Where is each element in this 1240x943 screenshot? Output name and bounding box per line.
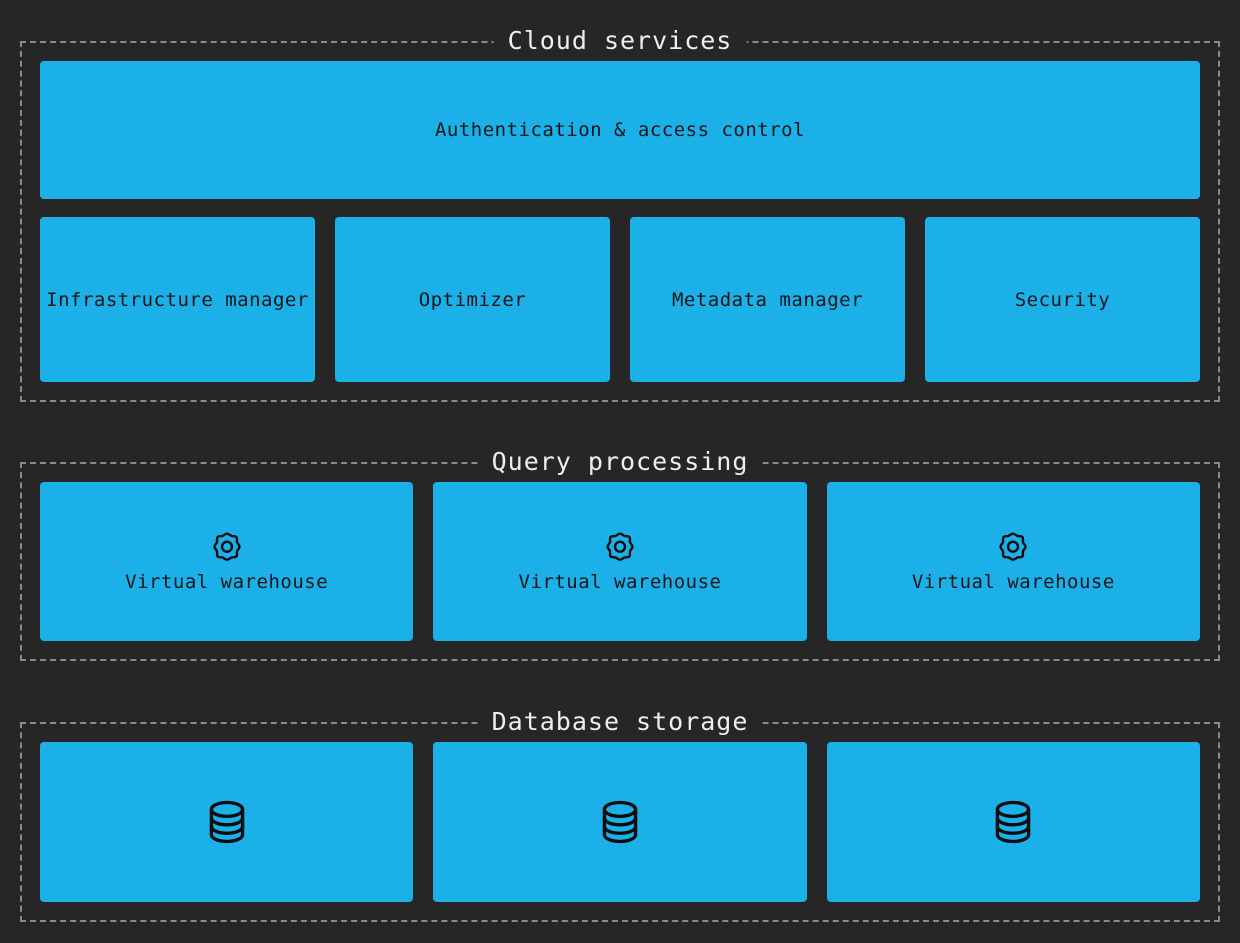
gear-icon <box>210 530 244 564</box>
database-icon <box>987 796 1039 848</box>
group-title-cloud-services: Cloud services <box>493 26 747 56</box>
group-cloud-services: Cloud services Authentication & access c… <box>20 26 1220 402</box>
node-infrastructure-manager[interactable]: Infrastructure manager <box>40 217 315 382</box>
node-label: Infrastructure manager <box>46 288 309 311</box>
row-services: Infrastructure manager Optimizer Metadat… <box>40 217 1200 382</box>
node-authentication-access-control[interactable]: Authentication & access control <box>40 61 1200 199</box>
node-label: Virtual warehouse <box>518 570 722 593</box>
node-label: Optimizer <box>418 288 527 311</box>
node-label: Metadata manager <box>671 288 864 311</box>
node-label: Authentication & access control <box>434 119 806 141</box>
node-virtual-warehouse-3[interactable]: Virtual warehouse <box>826 482 1200 641</box>
group-title-database-storage: Database storage <box>477 707 763 737</box>
database-icon <box>201 796 253 848</box>
group-body-database-storage <box>22 724 1218 920</box>
node-storage-3[interactable] <box>826 742 1200 902</box>
node-label: Security <box>1014 288 1111 311</box>
database-icon <box>594 796 646 848</box>
group-body-cloud-services: Authentication & access control Infrastr… <box>22 43 1218 400</box>
node-optimizer[interactable]: Optimizer <box>335 217 610 382</box>
node-security[interactable]: Security <box>925 217 1200 382</box>
group-title-query-processing: Query processing <box>477 447 763 477</box>
row-virtual-warehouses: Virtual warehouse Virtual warehouse <box>40 482 1200 641</box>
node-label: Virtual warehouse <box>125 570 329 593</box>
group-query-processing: Query processing Virtual warehouse <box>20 447 1220 661</box>
group-database-storage: Database storage <box>20 707 1220 922</box>
row-auth: Authentication & access control <box>40 61 1200 199</box>
node-storage-2[interactable] <box>433 742 807 902</box>
node-metadata-manager[interactable]: Metadata manager <box>630 217 905 382</box>
node-virtual-warehouse-2[interactable]: Virtual warehouse <box>433 482 807 641</box>
node-storage-1[interactable] <box>40 742 414 902</box>
node-virtual-warehouse-1[interactable]: Virtual warehouse <box>40 482 414 641</box>
node-label: Virtual warehouse <box>911 570 1115 593</box>
gear-icon <box>996 530 1030 564</box>
row-storage <box>40 742 1200 902</box>
group-body-query-processing: Virtual warehouse Virtual warehouse <box>22 464 1218 659</box>
gear-icon <box>603 530 637 564</box>
